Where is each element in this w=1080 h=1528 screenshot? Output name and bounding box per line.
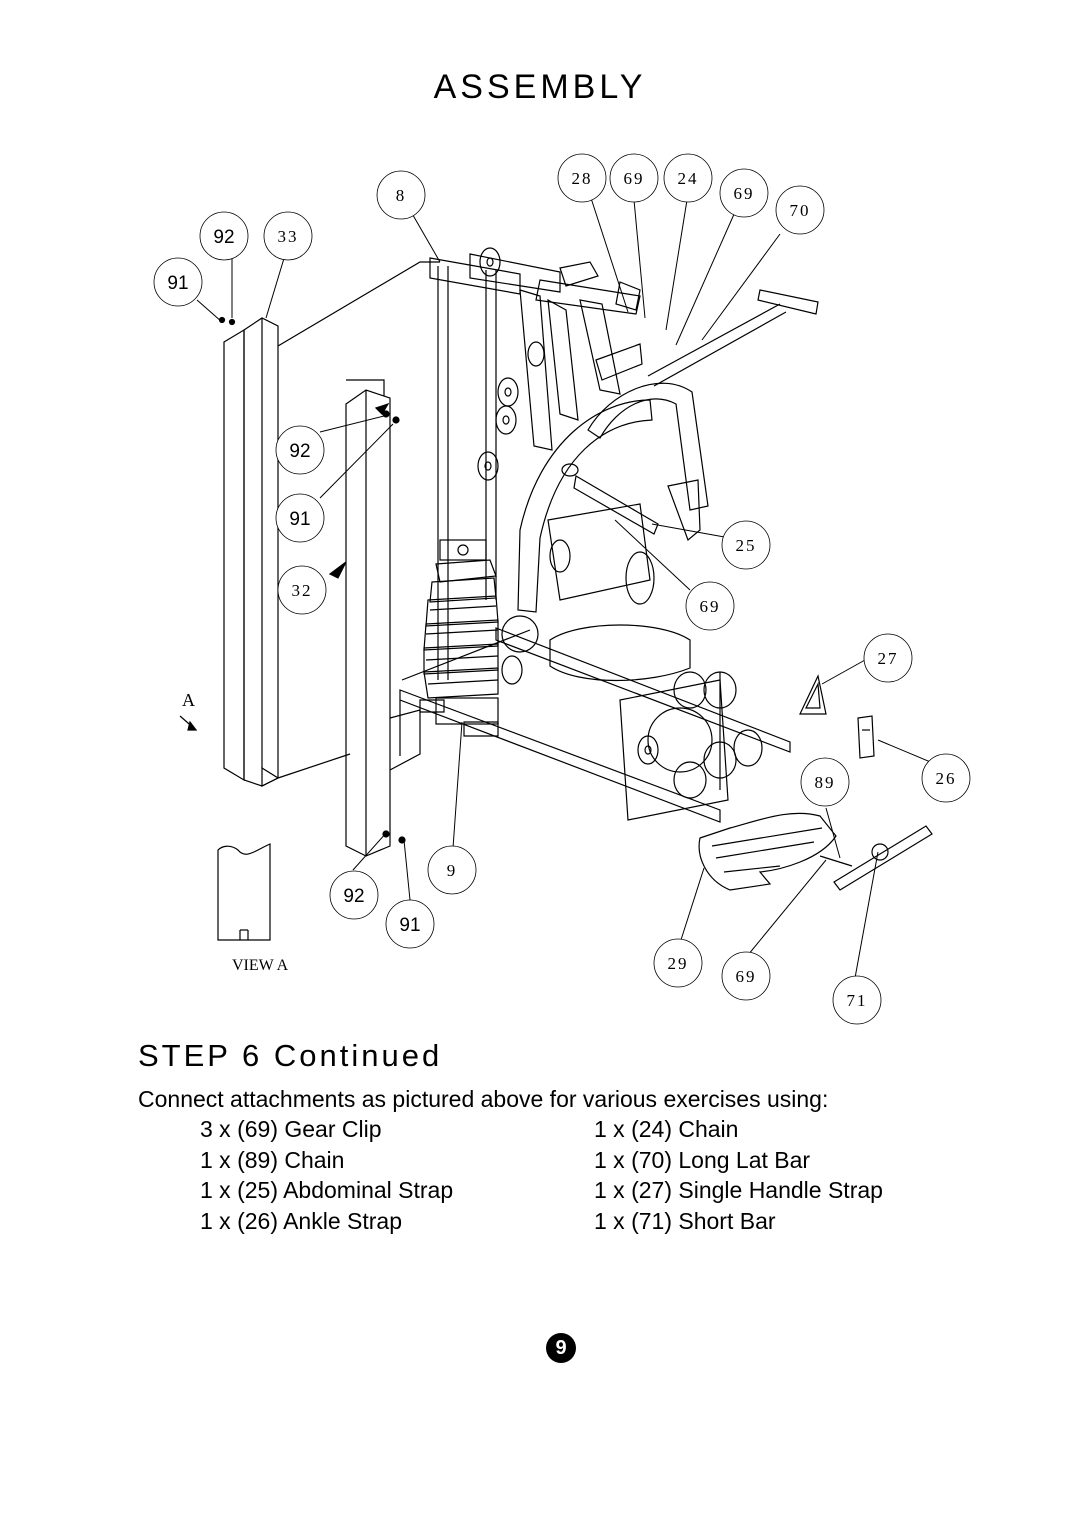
callout-91-top: 91 bbox=[167, 273, 188, 294]
callout-92-top: 92 bbox=[213, 227, 234, 248]
weight-stack bbox=[419, 539, 499, 737]
instructions: Connect attachments as pictured above fo… bbox=[138, 1086, 829, 1112]
callout-89: 89 bbox=[815, 773, 836, 792]
callout-8: 8 bbox=[396, 186, 407, 205]
leader-lines bbox=[196, 194, 941, 979]
callout-32: 32 bbox=[292, 581, 313, 600]
callout-70: 70 bbox=[790, 201, 811, 220]
parts-row: 1 x (25) Abdominal Strap 1 x (27) Single… bbox=[200, 1177, 960, 1208]
view-a-diagram bbox=[217, 843, 271, 941]
callout-33: 33 bbox=[278, 227, 299, 246]
parts-row: 1 x (89) Chain 1 x (70) Long Lat Bar bbox=[200, 1147, 960, 1178]
view-a-arrow: A bbox=[179, 690, 198, 731]
part-abdominal-strap: 1 x (25) Abdominal Strap bbox=[200, 1177, 454, 1203]
parts-row: 1 x (26) Ankle Strap 1 x (71) Short Bar bbox=[200, 1208, 960, 1239]
ankle-strap bbox=[857, 715, 875, 759]
part-long-lat-bar: 1 x (70) Long Lat Bar bbox=[594, 1146, 811, 1173]
callout-92-bottom: 92 bbox=[343, 886, 364, 907]
page-number: 9 bbox=[546, 1333, 576, 1363]
callout-27: 27 bbox=[878, 649, 899, 668]
callouts bbox=[153, 153, 971, 1025]
callout-29: 29 bbox=[668, 954, 689, 973]
callout-9: 9 bbox=[447, 861, 458, 880]
callout-92-middle: 92 bbox=[289, 441, 310, 462]
fasteners bbox=[218, 316, 406, 844]
page-title: ASSEMBLY bbox=[433, 68, 647, 106]
callout-26: 26 bbox=[936, 769, 957, 788]
side-panels bbox=[223, 261, 440, 857]
part-gear-clip: 3 x (69) Gear Clip bbox=[200, 1116, 382, 1142]
callout-71: 71 bbox=[847, 991, 868, 1010]
part-chain-24: 1 x (24) Chain bbox=[594, 1116, 739, 1142]
callout-69-top: 69 bbox=[624, 169, 645, 188]
callout-24: 24 bbox=[678, 169, 699, 188]
seat-and-pads bbox=[501, 463, 763, 821]
parts-row: 3 x (69) Gear Clip 1 x (24) Chain bbox=[200, 1116, 960, 1147]
view-a-label: VIEW A bbox=[232, 957, 289, 974]
callout-91-middle: 91 bbox=[289, 509, 310, 530]
callout-25: 25 bbox=[736, 536, 757, 555]
parts-list: 3 x (69) Gear Clip 1 x (24) Chain 1 x (8… bbox=[200, 1116, 960, 1238]
part-short-bar: 1 x (71) Short Bar bbox=[594, 1207, 776, 1234]
callout-28: 28 bbox=[572, 169, 593, 188]
callout-labels: 8 28 69 24 69 70 92 33 91 92 91 32 25 69… bbox=[167, 169, 957, 1010]
pulleys bbox=[477, 247, 659, 765]
part-single-handle-strap: 1 x (27) Single Handle Strap bbox=[594, 1177, 883, 1203]
view-a-marker: A bbox=[182, 690, 197, 710]
callout-69-mid: 69 bbox=[700, 597, 721, 616]
part-ankle-strap: 1 x (26) Ankle Strap bbox=[200, 1207, 402, 1234]
callout-69-right: 69 bbox=[734, 184, 755, 203]
step-heading: STEP 6 Continued bbox=[138, 1038, 443, 1073]
single-handle-strap bbox=[799, 674, 827, 715]
callout-91-bottom: 91 bbox=[399, 915, 420, 936]
short-bar bbox=[819, 825, 933, 891]
part-chain-89: 1 x (89) Chain bbox=[200, 1146, 345, 1173]
footplate bbox=[698, 812, 837, 891]
assembly-diagram: A 8 28 69 24 69 70 92 33 91 bbox=[153, 153, 971, 1025]
callout-69-bottom: 69 bbox=[736, 967, 757, 986]
